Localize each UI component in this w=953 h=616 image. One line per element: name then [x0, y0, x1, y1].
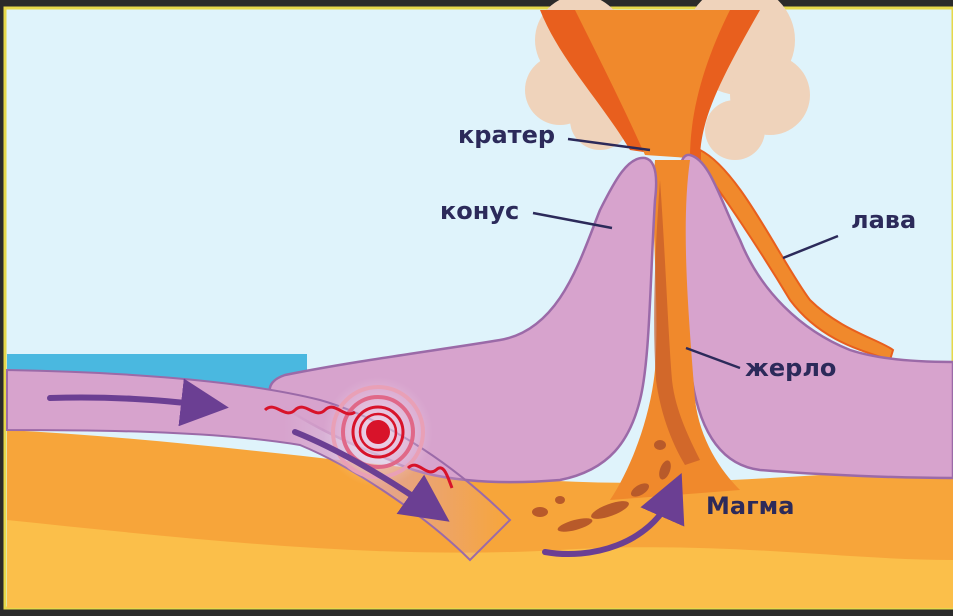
label-lava: лава: [851, 206, 916, 234]
earthquake-focus: [323, 377, 433, 487]
label-vent: жерло: [745, 354, 836, 382]
label-cone: конус: [440, 197, 519, 225]
label-crater: кратер: [458, 121, 555, 149]
label-magma: Магма: [706, 492, 794, 520]
